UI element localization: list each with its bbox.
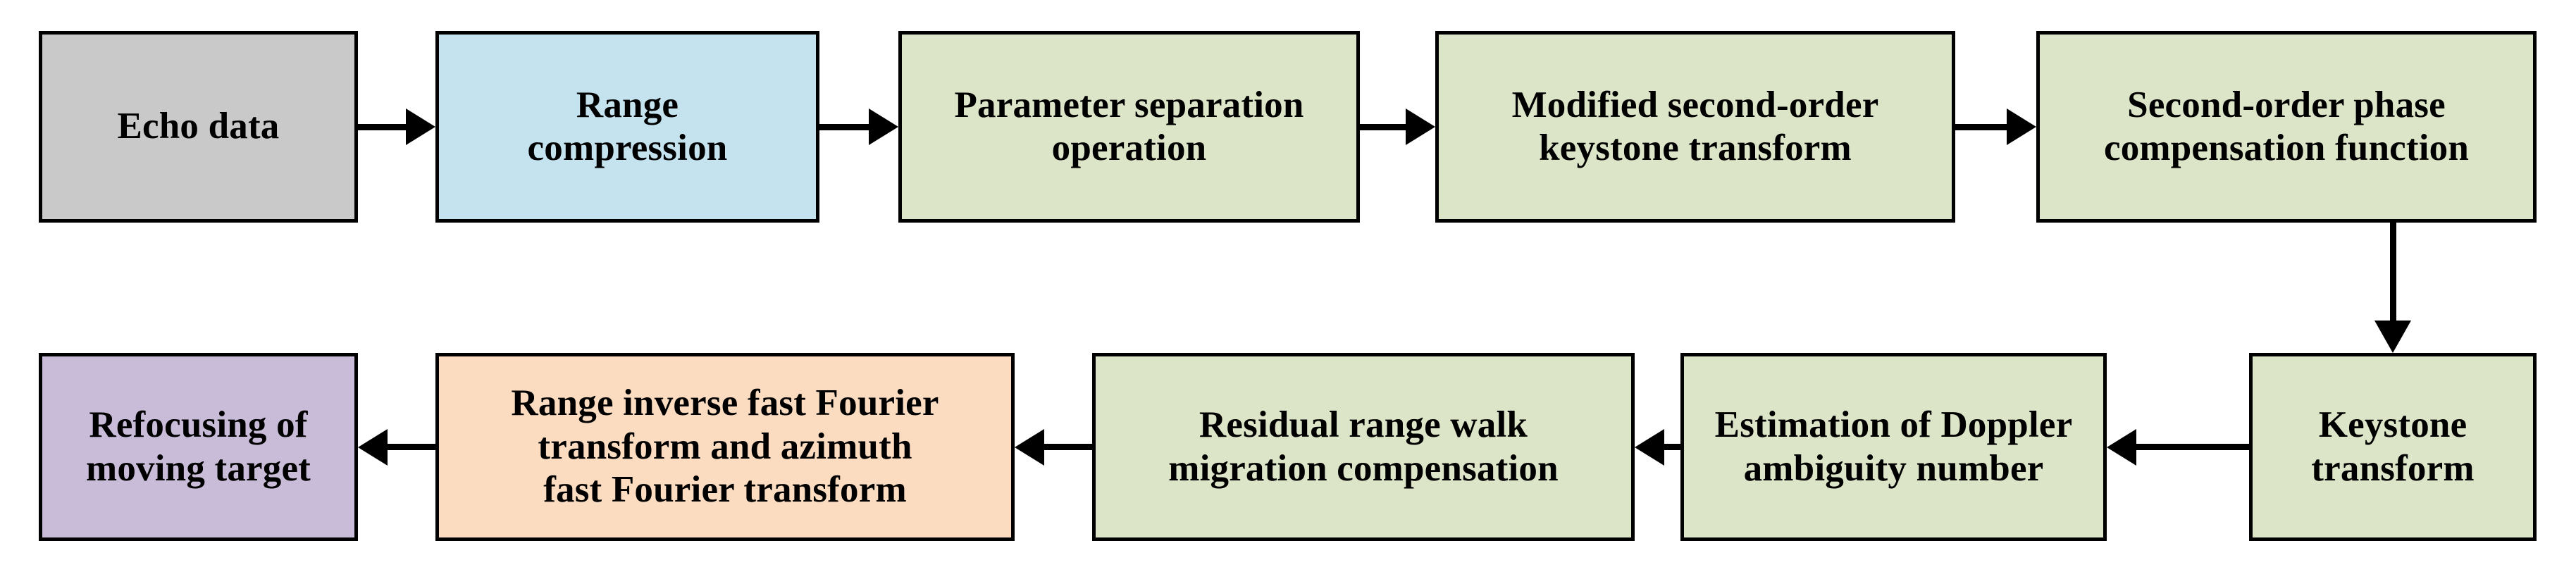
arrowhead-left-icon (358, 428, 388, 466)
connector-shaft (1955, 123, 2009, 130)
arrowhead-right-icon (1406, 108, 1435, 145)
connector-shaft (1042, 444, 1092, 450)
arrowhead-right-icon (869, 108, 898, 145)
connector-shaft (2389, 223, 2396, 323)
arrowhead-left-icon (1015, 428, 1044, 466)
node-label-echo-data: Echo data (117, 106, 280, 147)
arrowhead-right-icon (2007, 108, 2036, 145)
arrowhead-right-icon (406, 108, 435, 145)
connector-shaft (358, 123, 408, 130)
arrowhead-left-icon (1635, 428, 1664, 466)
arrowhead-left-icon (2107, 428, 2136, 466)
connector-shaft (1662, 444, 1680, 450)
connector-shaft (385, 444, 435, 450)
connector-shaft (819, 123, 871, 130)
arrowhead-down-icon (2374, 321, 2411, 353)
connector-shaft (2134, 444, 2249, 450)
node-echo-data[interactable]: Echo data (39, 31, 358, 223)
connector-shaft (1360, 123, 1408, 130)
